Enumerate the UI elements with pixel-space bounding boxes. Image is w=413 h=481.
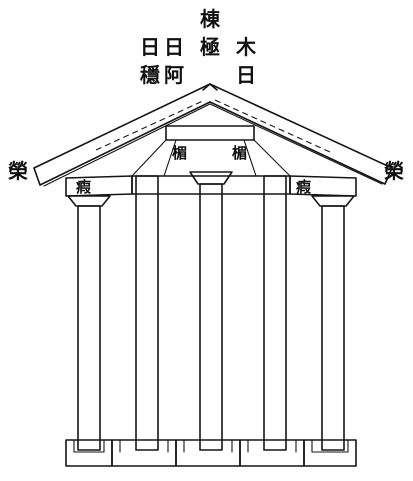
columns	[77, 175, 345, 451]
roof	[33, 83, 393, 187]
column-4	[263, 175, 287, 451]
roof-left-inner	[43, 103, 211, 187]
roof-right-outer	[209, 83, 393, 185]
label-right-top: 木	[235, 35, 257, 59]
center-lintel	[131, 175, 291, 195]
foundation	[65, 439, 357, 467]
label-left-eave: 榮	[8, 159, 28, 183]
plinth-5	[303, 439, 357, 467]
label-left-col1-top: 日	[140, 35, 160, 59]
column-3	[199, 183, 223, 451]
label-right-bottom: 日	[236, 63, 256, 87]
label-right-brace: 楣	[232, 144, 247, 162]
plinth-2	[111, 439, 177, 467]
lintel-beams	[65, 175, 357, 197]
labels: 棟 極 日 日 穩 阿 木 日 榮 榮 瘕 瘕 楣 楣	[8, 7, 404, 196]
label-ridge-bottom: 極	[199, 35, 220, 59]
truss-mid-left	[163, 139, 177, 177]
capitals	[67, 171, 355, 207]
capital-3	[189, 171, 233, 185]
purlin-right	[214, 99, 331, 153]
label-right-beam: 瘕	[296, 178, 312, 196]
column-2	[135, 175, 159, 451]
purlin-left	[95, 99, 206, 151]
truss-mid-right	[243, 139, 257, 177]
label-ridge-top: 棟	[200, 7, 221, 31]
upper-tie-beam	[165, 125, 255, 141]
capital-1	[67, 195, 111, 207]
truss-right-brace	[253, 139, 291, 177]
capital-5	[311, 195, 355, 207]
ridge-peak	[202, 83, 218, 91]
label-left-col2-bottom: 阿	[164, 63, 184, 87]
plinth-3	[175, 439, 241, 467]
label-left-brace: 楣	[172, 144, 187, 162]
label-right-eave: 榮	[384, 159, 404, 183]
plinth-1	[65, 439, 113, 467]
plinth-detail	[73, 439, 349, 453]
upper-beam	[131, 125, 291, 177]
column-5	[321, 205, 345, 451]
roof-right-inner	[209, 103, 383, 185]
column-1	[77, 205, 101, 451]
label-left-col2-top: 日	[164, 35, 184, 59]
truss-left-brace	[131, 139, 167, 177]
roof-left-outer	[33, 83, 211, 186]
plinth-4	[239, 439, 305, 467]
label-left-beam: 瘕	[76, 178, 92, 196]
purlins	[95, 99, 331, 153]
label-left-col1-bottom: 穩	[140, 63, 160, 87]
